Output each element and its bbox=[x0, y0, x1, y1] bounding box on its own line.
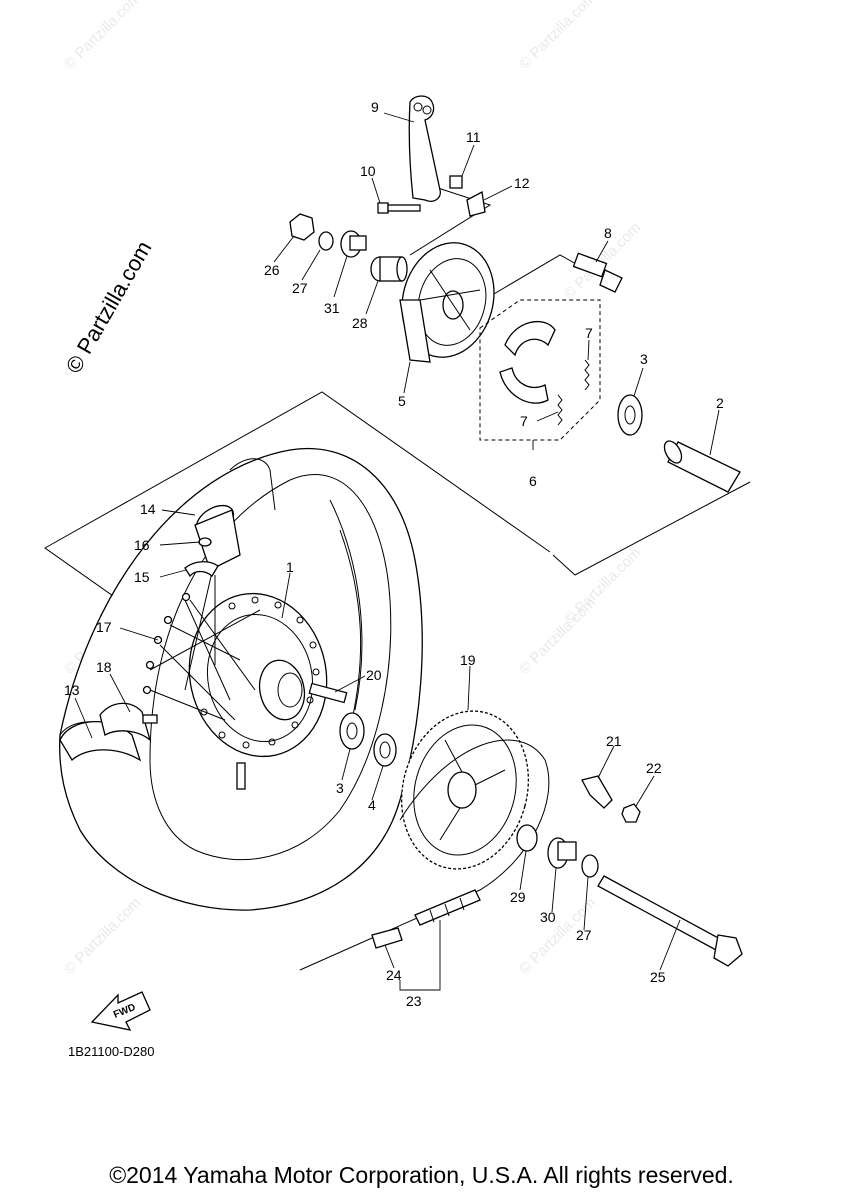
sprocket bbox=[400, 710, 530, 870]
assembly-outline bbox=[552, 481, 751, 576]
inner-tube bbox=[194, 504, 241, 571]
callout-16: 16 bbox=[134, 537, 150, 553]
callout-6: 6 bbox=[529, 473, 537, 489]
callout-24: 24 bbox=[386, 967, 402, 983]
axle-washer bbox=[318, 231, 334, 251]
callout-26: 26 bbox=[264, 262, 280, 278]
callout-21: 21 bbox=[606, 733, 622, 749]
brake-shoe-kit-box bbox=[479, 299, 601, 441]
axle-collar bbox=[516, 824, 538, 852]
hub-collar bbox=[308, 682, 348, 704]
callout-1: 1 bbox=[286, 559, 294, 575]
leader-lines bbox=[74, 112, 720, 991]
drive-chain-path bbox=[299, 739, 550, 971]
faint-watermark: © Partzilla.com bbox=[61, 894, 144, 977]
callout-8: 8 bbox=[604, 225, 612, 241]
callout-22: 22 bbox=[646, 760, 662, 776]
diagram-code: 1B21100-D280 bbox=[68, 1044, 155, 1059]
brake-camshaft bbox=[370, 256, 408, 282]
callout-19: 19 bbox=[460, 652, 476, 668]
spoke-nipples bbox=[142, 592, 191, 695]
faint-watermark: © Partzilla.com bbox=[516, 594, 599, 677]
axle-nut bbox=[289, 213, 315, 241]
adjuster-plate bbox=[581, 775, 613, 809]
callout-3: 3 bbox=[336, 780, 344, 796]
faint-watermark: © Partzilla.com bbox=[561, 219, 644, 302]
axle-washer bbox=[581, 854, 599, 878]
callout-25: 25 bbox=[650, 969, 666, 985]
callout-20: 20 bbox=[366, 667, 382, 683]
sprocket-nut bbox=[621, 803, 641, 823]
callout-15: 15 bbox=[134, 569, 150, 585]
callout-7: 7 bbox=[585, 325, 593, 341]
spokes bbox=[149, 571, 261, 721]
callout-17: 17 bbox=[96, 619, 112, 635]
copyright-notice: ©2014 Yamaha Motor Corporation, U.S.A. A… bbox=[109, 1162, 734, 1188]
faint-watermark: © Partzilla.com bbox=[61, 0, 144, 73]
brake-camshaft-lever bbox=[408, 95, 441, 202]
chain-adjuster bbox=[340, 230, 367, 258]
callout-27: 27 bbox=[576, 927, 592, 943]
brake-spring bbox=[557, 394, 563, 426]
callout-5: 5 bbox=[398, 393, 406, 409]
valve-stem bbox=[236, 762, 246, 790]
rim-band bbox=[198, 537, 212, 547]
brake-cam bbox=[572, 252, 623, 293]
callout-9: 9 bbox=[371, 99, 379, 115]
forward-arrow-icon: FWD bbox=[90, 991, 151, 1031]
callout-14: 14 bbox=[140, 501, 156, 517]
brake-shoe-plate bbox=[399, 242, 495, 363]
rim-lock-bolt bbox=[142, 714, 158, 724]
chain-joint bbox=[371, 927, 403, 949]
rim-lock bbox=[99, 702, 152, 742]
callout-30: 30 bbox=[540, 909, 556, 925]
callout-11: 11 bbox=[466, 129, 481, 145]
callout-13: 13 bbox=[64, 682, 80, 698]
callout-23: 23 bbox=[406, 993, 422, 1009]
callout-28: 28 bbox=[352, 315, 368, 331]
wheel-bearing bbox=[617, 394, 643, 436]
lever-bolt bbox=[377, 202, 421, 214]
lever-washer bbox=[466, 190, 486, 217]
brake-group-outline bbox=[409, 187, 492, 256]
brake-group-outline bbox=[486, 254, 579, 299]
callout-12: 12 bbox=[514, 175, 530, 191]
rim-strip bbox=[184, 561, 219, 578]
brand-watermark: © Partzilla.com bbox=[61, 237, 157, 378]
callout-27: 27 bbox=[292, 280, 308, 296]
callouts: 1 2 3 3 4 5 6 7 7 8 9 10 11 12 13 14 15 … bbox=[64, 99, 724, 1009]
assembly-outline bbox=[44, 391, 551, 623]
oil-seal bbox=[373, 733, 397, 767]
brake-spring bbox=[584, 359, 590, 391]
hub-bolt-holes bbox=[200, 596, 320, 749]
axle-spacer bbox=[663, 440, 741, 493]
callout-31: 31 bbox=[324, 300, 340, 316]
callout-4: 4 bbox=[368, 797, 376, 813]
callout-3: 3 bbox=[640, 351, 648, 367]
chain-adjuster bbox=[547, 837, 577, 869]
wheel-axle bbox=[597, 875, 743, 967]
wheel-hub bbox=[188, 592, 328, 758]
faint-watermark: © Partzilla.com bbox=[516, 0, 599, 73]
callout-29: 29 bbox=[510, 889, 526, 905]
lever-nut bbox=[449, 175, 463, 189]
wheel-bearing bbox=[339, 712, 365, 750]
callout-2: 2 bbox=[716, 395, 724, 411]
drive-chain bbox=[414, 889, 481, 926]
callout-18: 18 bbox=[96, 659, 112, 675]
callout-7: 7 bbox=[520, 413, 528, 429]
brake-shoes bbox=[499, 321, 556, 404]
callout-10: 10 bbox=[360, 163, 376, 179]
